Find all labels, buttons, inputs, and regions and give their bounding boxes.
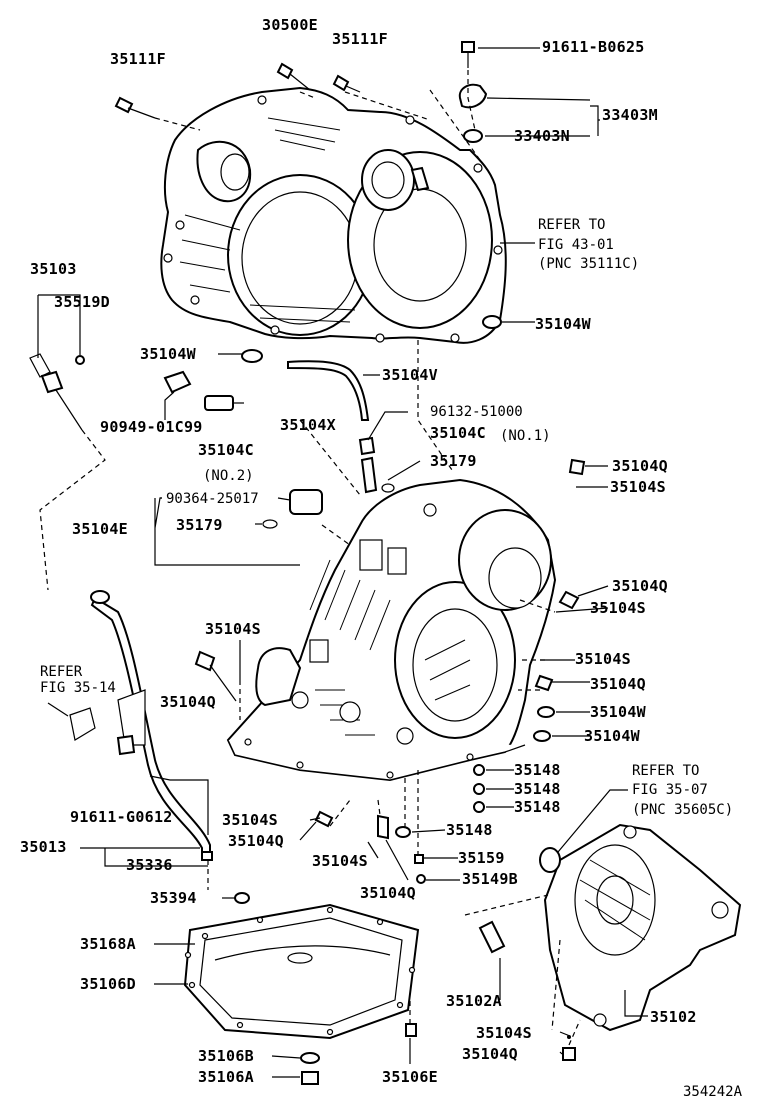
label-91611-G0612[interactable]: 91611-G0612: [70, 808, 173, 826]
label-35394[interactable]: 35394: [150, 889, 197, 907]
label-35106A[interactable]: 35106A: [198, 1068, 254, 1086]
label-33403N[interactable]: 33403N: [514, 127, 570, 145]
refer-fig-35-14-line2[interactable]: FIG 35-14: [40, 680, 116, 696]
label-35159[interactable]: 35159: [458, 849, 505, 867]
label-91611-B0625[interactable]: 91611-B0625: [542, 38, 645, 56]
label-35103[interactable]: 35103: [30, 260, 77, 278]
label-35148-1[interactable]: 35148: [514, 761, 561, 779]
label-35104E[interactable]: 35104E: [72, 520, 128, 538]
refer-fig-43-01-line3[interactable]: (PNC 35111C): [538, 256, 639, 272]
figure-id: 354242A: [683, 1084, 743, 1100]
label-35519D[interactable]: 35519D: [54, 293, 110, 311]
label-35148-4[interactable]: 35148: [446, 821, 493, 839]
label-35104S-7[interactable]: 35104S: [476, 1024, 532, 1042]
label-35104S-1[interactable]: 35104S: [610, 478, 666, 496]
label-90949-01C99[interactable]: 90949-01C99: [100, 418, 203, 436]
label-35336[interactable]: 35336: [126, 856, 173, 874]
label-35111F-right[interactable]: 35111F: [332, 30, 388, 48]
label-35104W-left[interactable]: 35104W: [140, 345, 197, 363]
label-35104W-3[interactable]: 35104W: [590, 703, 647, 721]
alignment-lines: [39, 70, 581, 1046]
label-35104Q-1[interactable]: 35104Q: [612, 457, 668, 475]
label-35106B[interactable]: 35106B: [198, 1047, 254, 1065]
dipstick-tube-drawing: [69, 590, 213, 861]
label-35104C-no2[interactable]: 35104C: [198, 441, 254, 459]
label-35106E[interactable]: 35106E: [382, 1068, 438, 1086]
bearing-retainer-drawing: [539, 823, 742, 1032]
refer-fig-35-07-line3[interactable]: (PNC 35605C): [632, 802, 733, 818]
refer-fig-35-07-line2[interactable]: FIG 35-07: [632, 782, 708, 798]
label-35102A[interactable]: 35102A: [446, 992, 502, 1010]
refer-fig-43-01-line1[interactable]: REFER TO: [538, 217, 605, 233]
label-35104C-no1[interactable]: 35104C: [430, 424, 486, 442]
transaxle-case-drawing: [226, 478, 557, 782]
label-35104Q-2[interactable]: 35104Q: [612, 577, 668, 595]
small-parts-drawing: [114, 41, 586, 1085]
refer-fig-35-14-line1[interactable]: REFER: [40, 664, 83, 680]
oil-pan-drawing: [183, 903, 420, 1040]
label-35104S-6[interactable]: 35104S: [312, 852, 368, 870]
label-35148-3[interactable]: 35148: [514, 798, 561, 816]
dipstick-drawing: [29, 353, 85, 431]
label-35104Q-5[interactable]: 35104Q: [228, 832, 284, 850]
refer-fig-43-01-line2[interactable]: FIG 43-01: [538, 237, 614, 253]
label-no2: (NO.2): [203, 468, 254, 484]
transaxle-housing-drawing: [160, 86, 507, 344]
label-35104Q-6[interactable]: 35104Q: [360, 884, 416, 902]
label-35149B[interactable]: 35149B: [462, 870, 518, 888]
leader-lines: [37, 47, 648, 1078]
label-35104Q-4[interactable]: 35104Q: [160, 693, 216, 711]
label-35179-bottom[interactable]: 35179: [176, 516, 223, 534]
label-35148-2[interactable]: 35148: [514, 780, 561, 798]
label-35104S-2[interactable]: 35104S: [590, 599, 646, 617]
label-35104S-3[interactable]: 35104S: [205, 620, 261, 638]
refer-fig-35-07-line1[interactable]: REFER TO: [632, 763, 699, 779]
label-35104S-5[interactable]: 35104S: [222, 811, 278, 829]
label-35104Q-3[interactable]: 35104Q: [590, 675, 646, 693]
label-30500E[interactable]: 30500E: [262, 16, 318, 34]
label-35168A[interactable]: 35168A: [80, 935, 136, 953]
label-90364-25017[interactable]: 90364-25017: [166, 491, 259, 507]
label-35104S-4[interactable]: 35104S: [575, 650, 631, 668]
label-33403M[interactable]: 33403M: [602, 106, 658, 124]
label-35104X[interactable]: 35104X: [280, 416, 336, 434]
part-labels: 30500E 35111F 35111F 91611-B0625 33403M …: [20, 16, 743, 1100]
label-35111F-left[interactable]: 35111F: [110, 50, 166, 68]
label-35104Q-7[interactable]: 35104Q: [462, 1045, 518, 1063]
label-35179-top[interactable]: 35179: [430, 452, 477, 470]
label-35102[interactable]: 35102: [650, 1008, 697, 1026]
label-35104W-top[interactable]: 35104W: [535, 315, 592, 333]
label-35104W-4[interactable]: 35104W: [584, 727, 641, 745]
label-96132-51000[interactable]: 96132-51000: [430, 404, 523, 420]
label-no1: (NO.1): [500, 428, 551, 444]
label-35106D[interactable]: 35106D: [80, 975, 136, 993]
label-35104V[interactable]: 35104V: [382, 366, 438, 384]
label-35013[interactable]: 35013: [20, 838, 67, 856]
